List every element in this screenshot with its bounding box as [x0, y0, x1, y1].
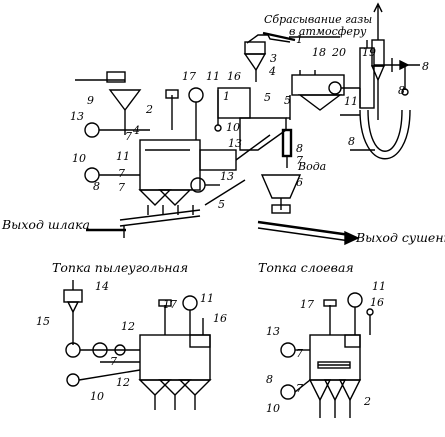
label-8-top: 8	[422, 60, 429, 73]
label-11-l: 11	[372, 280, 386, 293]
label-8-left: 8	[93, 180, 100, 193]
label-7-l2: 7	[296, 382, 303, 395]
wet-scrubber	[359, 40, 420, 109]
dried-duct	[204, 179, 246, 206]
fan-10-left	[84, 167, 140, 183]
label-4-top: 4	[268, 65, 276, 78]
label-10-l: 10	[266, 402, 280, 415]
layer-title: Топка слоевая	[258, 260, 354, 275]
label-17-top: 17	[182, 70, 196, 83]
label-11-p: 11	[200, 292, 214, 305]
label-7-drum: 7	[296, 154, 303, 167]
label-7-p: 7	[110, 355, 117, 368]
discharge-cone	[260, 174, 302, 214]
dried-conveyor	[257, 220, 360, 246]
label-12-a: 12	[121, 320, 135, 333]
label-7-c: 7	[118, 181, 125, 194]
label-16-l: 16	[370, 296, 384, 309]
label-1-top: 1	[296, 33, 303, 46]
label-11-left: 11	[116, 150, 130, 163]
label-16-top: 16	[227, 70, 241, 83]
label-19: 19	[362, 46, 376, 59]
slag-out-label: Выход шлака	[1, 217, 90, 232]
label-13-left: 13	[70, 110, 84, 123]
label-10-mid: 10	[226, 121, 240, 134]
dried-out-label: Выход сушенки	[355, 230, 445, 245]
label-11-right: 11	[344, 95, 358, 108]
label-2-l: 2	[363, 395, 371, 408]
cyclone-battery	[289, 70, 361, 120]
exhaust-label-2: в атмосферу	[289, 25, 367, 38]
fan-13-lower	[190, 177, 220, 193]
label-11-top: 11	[206, 70, 220, 83]
label-15: 15	[36, 315, 50, 328]
label-13-l: 13	[266, 325, 280, 338]
label-16-p: 16	[213, 312, 227, 325]
label-5-right: 5	[284, 94, 291, 107]
label-12-b: 12	[116, 376, 130, 389]
exhaust-label: Сбрасывание газы	[264, 13, 372, 26]
label-8-loop: 8	[348, 135, 355, 148]
label-13-lower: 13	[220, 170, 234, 183]
label-20: 20	[331, 46, 346, 59]
label-7-b: 7	[118, 167, 125, 180]
label-1-mid: 1	[223, 90, 230, 103]
label-8-drum: 8	[296, 142, 303, 155]
pulverized-furnace	[63, 280, 212, 410]
label-10-p: 10	[90, 390, 104, 403]
label-10-left: 10	[72, 152, 86, 165]
label-7-l1: 7	[296, 347, 303, 360]
label-4-left: 4	[132, 124, 140, 137]
label-5-mid: 5	[264, 91, 271, 104]
label-13-mid: 13	[228, 137, 242, 150]
label-9: 9	[87, 94, 94, 107]
label-5-lower: 5	[218, 198, 225, 211]
pulverized-title: Топка пылеугольная	[52, 260, 188, 275]
water-loop	[340, 109, 411, 160]
fan-13-left	[84, 122, 150, 138]
exhaust-stack	[370, 2, 386, 120]
label-18: 18	[312, 46, 326, 59]
label-17-p: 17	[163, 298, 177, 311]
label-2-top: 2	[145, 103, 153, 116]
burner-top	[165, 87, 222, 140]
label-6: 6	[296, 176, 303, 189]
layer-furnace	[280, 292, 374, 418]
label-8-right: 8	[398, 84, 405, 97]
label-17-l: 17	[300, 298, 314, 311]
fuel-feed	[75, 71, 142, 135]
cyclone-main	[243, 31, 296, 82]
slag-conveyor	[86, 209, 201, 238]
water-label: Вода	[297, 160, 326, 173]
label-14: 14	[95, 280, 109, 293]
label-8-l: 8	[266, 373, 273, 386]
main-furnace	[138, 134, 271, 215]
label-3: 3	[270, 52, 277, 65]
label-7-a: 7	[125, 130, 132, 143]
